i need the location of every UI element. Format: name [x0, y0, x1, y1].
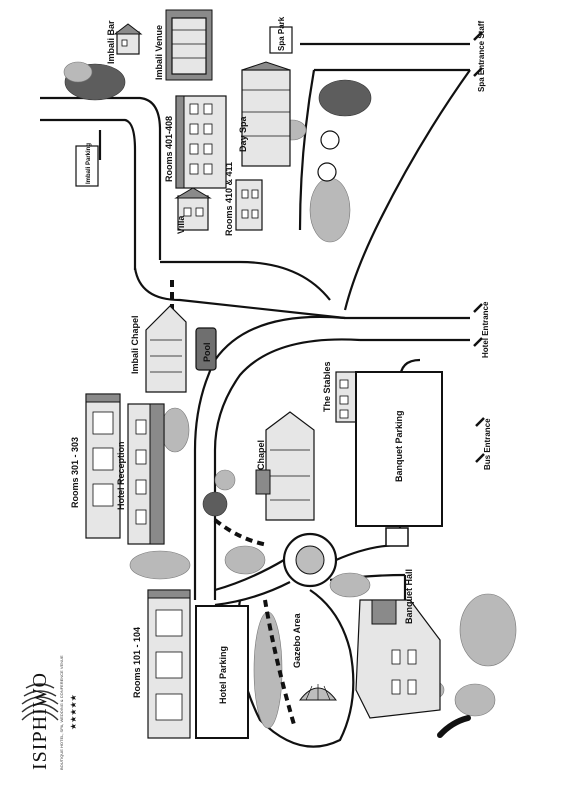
building-the-stables[interactable]: [335, 371, 357, 423]
label-imbali-chapel: Imbali Chapel: [130, 315, 140, 374]
brand-name: ISIPHIWO: [29, 672, 51, 770]
label-rooms-410-411: Rooms 410 & 411: [224, 162, 234, 236]
label-bus-entrance: Bus Entrance: [483, 418, 492, 470]
brand-tagline: BOUTIQUE HOTEL, SPA, WEDDING & CONFERENC…: [59, 655, 64, 770]
label-day-spa: Day Spa: [238, 115, 248, 152]
label-hotel-entrance: Hotel Entrance: [481, 301, 490, 358]
building-hotel-reception[interactable]: [127, 403, 165, 545]
banquet-parking-lot: [355, 371, 443, 527]
label-hotel-reception: Hotel Reception: [116, 441, 126, 510]
gazebo[interactable]: [298, 684, 338, 701]
pool: [195, 327, 217, 371]
label-imbali-bar: Imbali Bar: [106, 20, 116, 64]
building-rooms-101-104[interactable]: [147, 589, 191, 739]
label-rooms-101-104: Rooms 101 - 104: [132, 627, 142, 698]
label-imbali-parking: Imbali Parking: [86, 143, 92, 184]
label-chapel: Chapel: [256, 440, 266, 470]
banquet-small-lot: [385, 527, 409, 547]
building-rooms-401-408[interactable]: [175, 95, 227, 189]
label-rooms-301-303: Rooms 301 - 303: [70, 437, 80, 508]
building-rooms-301-303[interactable]: [85, 393, 121, 539]
label-banquet-hall: Banquet Hall: [404, 569, 414, 624]
spa-park-box: [269, 26, 293, 54]
label-gazebo-area: Gazebo Area: [292, 612, 302, 668]
label-imbali-venue: Imbali Venue: [154, 25, 164, 80]
label-the-stables: The Stables: [322, 361, 332, 412]
label-spa-park: Spa Park: [277, 16, 286, 51]
building-chapel[interactable]: [255, 411, 315, 521]
label-rooms-401-408: Rooms 401-408: [164, 116, 174, 182]
building-imbali-bar[interactable]: [113, 23, 143, 55]
building-imbali-venue[interactable]: [165, 9, 213, 81]
label-banquet-parking: Banquet Parking: [394, 410, 404, 482]
label-villa: Villa: [176, 215, 186, 234]
footpaths: [170, 280, 297, 729]
label-spa-entrance: Spa Entrance Staff: [477, 21, 486, 92]
building-banquet-hall[interactable]: [355, 599, 441, 719]
building-day-spa[interactable]: [241, 61, 291, 167]
brand: ISIPHIWO BOUTIQUE HOTEL, SPA, WEDDING & …: [29, 655, 78, 770]
label-hotel-parking: Hotel Parking: [218, 646, 228, 704]
imbali-parking-box: [75, 145, 99, 187]
decorative-stroke: [437, 715, 471, 738]
building-villa[interactable]: [174, 187, 212, 231]
building-imbali-chapel[interactable]: [145, 305, 187, 393]
hotel-parking-lot: [195, 605, 249, 739]
brand-stars: ★★★★★: [69, 694, 78, 730]
label-pool: Pool: [202, 343, 212, 363]
entrance-marker-icon: [473, 31, 485, 463]
logo-fan-icon: [21, 683, 59, 721]
building-rooms-410-411[interactable]: [235, 179, 263, 231]
